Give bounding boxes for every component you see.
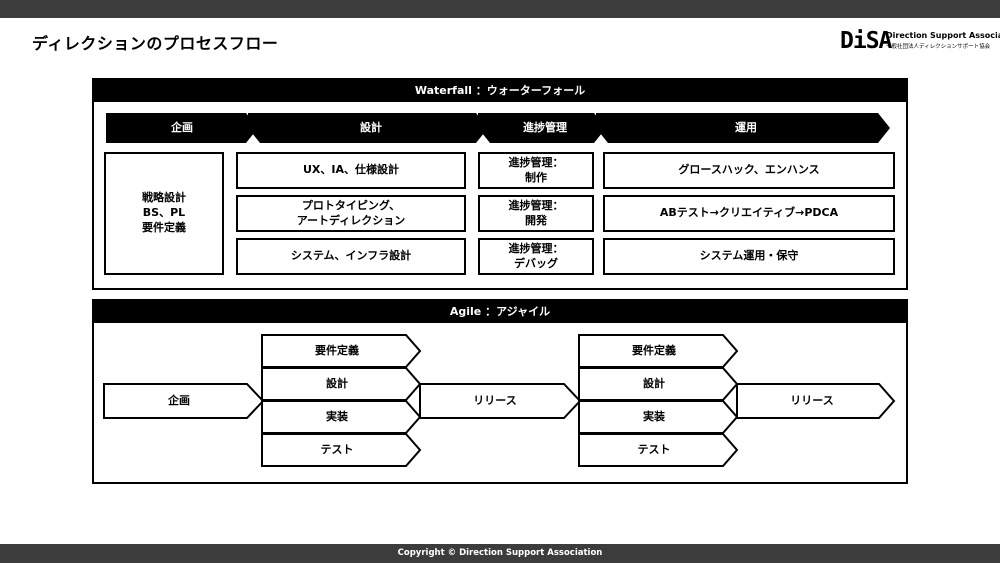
agile-header: Agile ：アジャイル: [94, 301, 906, 323]
phase-label-plan: 企画: [171, 120, 193, 134]
agile-release-label: リリース: [473, 393, 517, 407]
agile-step-arrow-1: [261, 433, 422, 467]
phase-label-progress: 進捗管理: [523, 120, 567, 134]
agile-step-arrow-1: [261, 400, 422, 434]
agile-step-arrow-2: [578, 400, 739, 434]
agile-step-arrow-2: [578, 334, 739, 368]
progress-box: 進捗管理： 開発: [478, 195, 594, 232]
design-box: システム、インフラ設計: [236, 238, 466, 275]
agile-step-arrow-2: [578, 433, 739, 467]
agile-title-en: Agile: [449, 305, 482, 318]
agile-step-arrow-1: [261, 367, 422, 401]
agile-step-label: 設計: [326, 376, 348, 390]
phase-arrow-progress: [478, 113, 606, 143]
phase-arrow-ops: [596, 113, 890, 143]
agile-section: Agile ：アジャイル 企画 要件定義 設計 実装 テスト リリース: [92, 299, 908, 484]
ops-box: ABテスト→クリエイティブ→PDCA: [603, 195, 895, 232]
agile-title-ja: ：アジャイル: [485, 305, 551, 318]
ops-box: システム運用・保守: [603, 238, 895, 275]
agile-step-label: テスト: [320, 442, 354, 456]
agile-release-arrow-1: [419, 383, 582, 419]
waterfall-header: Waterfall ：ウォーターフォール: [94, 80, 906, 102]
design-box: UX、IA、仕様設計: [236, 152, 466, 189]
logo-name: Direction Support Association: [886, 31, 1000, 40]
waterfall-title-ja: ：ウォーターフォール: [475, 84, 586, 97]
phase-label-design: 設計: [360, 120, 382, 134]
logo-mark: DiSA: [840, 28, 892, 54]
agile-plan-label: 企画: [168, 393, 190, 407]
footer-copyright: Copyright © Direction Support Associatio…: [397, 548, 603, 558]
agile-step-label: 要件定義: [632, 343, 676, 357]
waterfall-title-en: Waterfall: [414, 84, 472, 97]
logo-subtitle: 一般社団法人ディレクションサポート協会: [886, 44, 991, 50]
phase-arrow-design: [248, 113, 488, 143]
progress-box: 進捗管理： 制作: [478, 152, 594, 189]
agile-step-label: 実装: [643, 409, 665, 423]
design-box: プロトタイピング、 アートディレクション: [236, 195, 466, 232]
phase-arrow-plan: [106, 113, 258, 143]
agile-plan-arrow: [103, 383, 265, 419]
slide-title: ディレクションのプロセスフロー: [32, 34, 279, 53]
agile-step-arrow-1: [261, 334, 422, 368]
agile-step-label: 要件定義: [315, 343, 359, 357]
waterfall-section: Waterfall ：ウォーターフォール 企画 設計 進捗管理 運用 戦略設計 …: [92, 78, 908, 290]
agile-step-label: 設計: [643, 376, 665, 390]
slide: ディレクションのプロセスフロー DiSA Direction Support A…: [0, 18, 1000, 544]
plan-box: 戦略設計 BS、PL 要件定義: [104, 152, 224, 275]
ops-box: グロースハック、エンハンス: [603, 152, 895, 189]
agile-release-label: リリース: [790, 393, 834, 407]
agile-flow-arrows: [103, 334, 896, 467]
progress-box: 進捗管理： デバッグ: [478, 238, 594, 275]
agile-release-arrow-2: [736, 383, 896, 419]
waterfall-phase-arrows: [106, 113, 890, 143]
agile-step-label: テスト: [637, 442, 671, 456]
agile-step-arrow-2: [578, 367, 739, 401]
agile-step-label: 実装: [326, 409, 348, 423]
phase-label-ops: 運用: [735, 120, 757, 134]
